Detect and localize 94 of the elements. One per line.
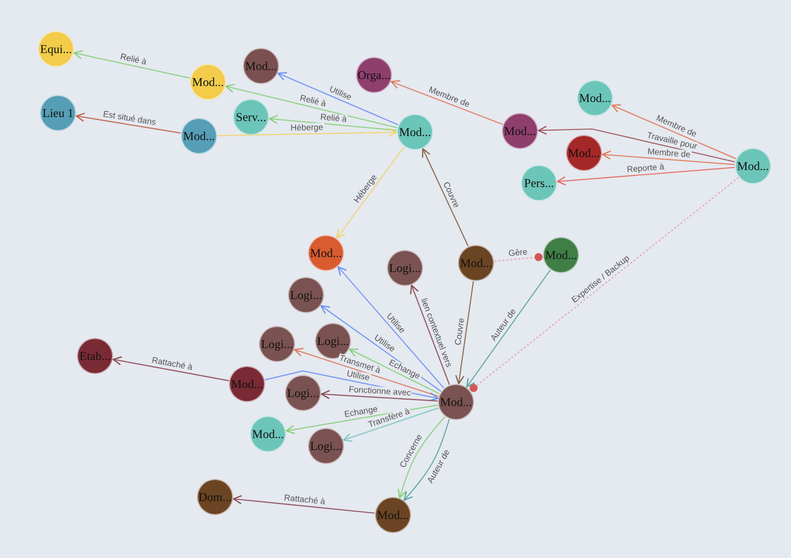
node-circle [197, 479, 233, 515]
arrow [336, 146, 404, 239]
node-label: Mod... [231, 378, 263, 390]
arrow [73, 50, 190, 79]
node-circle [735, 148, 771, 184]
node-label: Logi... [261, 338, 293, 350]
edge-label: Membre de [646, 147, 692, 159]
edge-label: Rattaché à [282, 493, 327, 506]
arrow [611, 104, 736, 160]
dotted-connector [470, 177, 739, 392]
arrow [232, 495, 375, 514]
arrow [338, 266, 444, 388]
node-circle [387, 250, 423, 286]
arrow [538, 126, 736, 162]
arrow [225, 84, 398, 128]
arrow [422, 148, 469, 246]
edge-label: Reporte à [626, 162, 666, 174]
arrow [390, 80, 503, 125]
node-label: Mod... [310, 247, 342, 259]
node-label: Mod... [440, 396, 472, 408]
node-circle [259, 326, 295, 362]
edge-label: Est situé dans [102, 109, 158, 127]
node-circle [308, 235, 344, 271]
arrow [455, 281, 474, 384]
arrow [217, 128, 398, 138]
node-label: Mod... [737, 160, 769, 172]
node-circle [356, 57, 392, 93]
node-circle [502, 113, 538, 149]
node-circle [438, 384, 474, 420]
node-circle [250, 416, 286, 452]
edge-label: Gère [507, 247, 529, 258]
edge-label: Couvre [453, 316, 466, 347]
arrow [348, 348, 440, 394]
arrow [277, 72, 398, 126]
node-label: Mod... [377, 509, 409, 521]
node-label: Logi... [287, 387, 319, 399]
node-circle [521, 165, 557, 201]
node-label: Serv... [236, 111, 266, 123]
node-label: Etab... [80, 350, 110, 362]
node-circle [308, 428, 344, 464]
arrow [342, 407, 439, 442]
node-label: Logi... [310, 440, 342, 452]
edge-label: Rattaché à [150, 356, 194, 372]
arrow [76, 112, 181, 134]
arrow [320, 390, 438, 402]
arrow [112, 356, 229, 382]
node-label: Mod... [568, 147, 600, 159]
node-circle [458, 245, 494, 281]
dotted-connector [494, 253, 543, 262]
node-circle [566, 135, 602, 171]
arrow [294, 348, 439, 397]
node-circle [229, 366, 265, 402]
node-label: Logi... [389, 262, 421, 274]
node-label: Mod... [192, 76, 224, 88]
node-label: Mod... [460, 257, 492, 269]
node-label: Mod... [504, 125, 536, 137]
node-circle [397, 114, 433, 150]
arrow [466, 270, 551, 388]
edge-label: Relié à [298, 93, 328, 108]
edge-label: Relié à [118, 52, 148, 66]
edge-label: Relié à [319, 112, 348, 124]
node-circle [577, 80, 613, 116]
node-label: Dom... [198, 491, 232, 503]
arrow [268, 114, 397, 131]
node-label: Mod... [245, 60, 277, 72]
node-label: Orga... [358, 69, 390, 81]
node-label: Lieu 1 [42, 107, 74, 119]
node-label: Equi... [40, 43, 72, 55]
arrow [398, 416, 446, 498]
node-label: Mod... [399, 126, 431, 138]
arrow [602, 150, 735, 166]
node-label: Logi... [317, 335, 349, 347]
edge-label: Utilise [327, 84, 354, 102]
node-circle [288, 277, 324, 313]
arrow [404, 419, 450, 501]
edge-label: Fonctionne avec [348, 384, 412, 398]
node-circle [77, 338, 113, 374]
arrow [556, 166, 735, 186]
node-circle [38, 31, 74, 67]
node-circle [243, 48, 279, 84]
node-circle [375, 497, 411, 533]
node-circle [40, 95, 76, 131]
node-circle [285, 375, 321, 411]
node-label: Mod... [252, 428, 284, 440]
edge-label: Héberge [290, 122, 324, 132]
node-circle [233, 99, 269, 135]
node-label: Mod... [579, 92, 611, 104]
node-label: Pers... [524, 177, 554, 189]
node-circle [190, 64, 226, 100]
node-label: Logi... [290, 289, 322, 301]
node-label: Mod... [183, 130, 215, 142]
node-circle [181, 118, 217, 154]
arrow [410, 284, 450, 385]
node-circle [543, 237, 579, 273]
